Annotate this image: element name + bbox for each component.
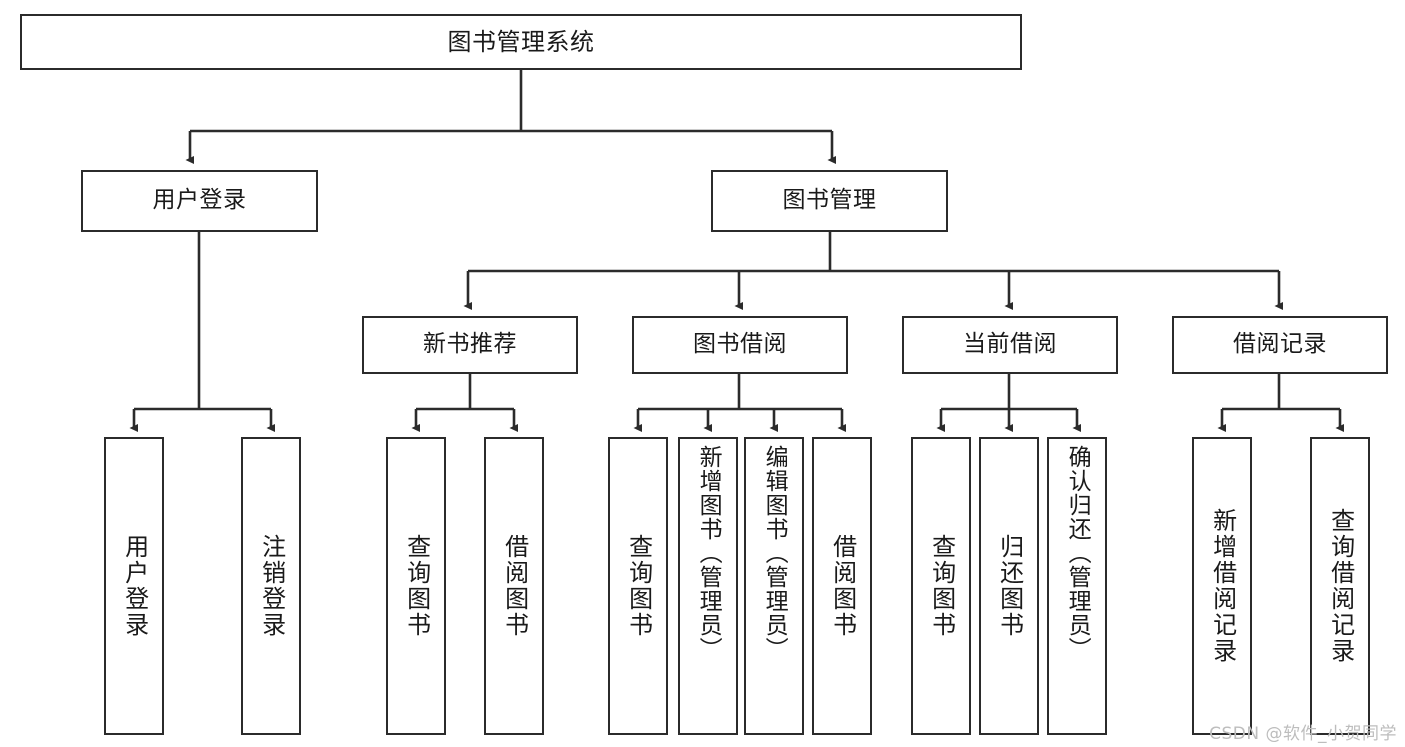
node-label: 确认归还（管理员） <box>1064 445 1091 661</box>
node-label: 查询图书 <box>927 534 956 638</box>
node-label: 用户登录 <box>152 187 247 214</box>
leaf-new-book-query[interactable]: 查询图书 <box>386 437 446 735</box>
node-label: 借阅图书 <box>500 534 529 638</box>
node-current-borrow[interactable]: 当前借阅 <box>902 316 1118 374</box>
leaf-new-book-borrow[interactable]: 借阅图书 <box>484 437 544 735</box>
node-label: 图书管理 <box>782 187 877 214</box>
leaf-current-borrow-confirm-return[interactable]: 确认归还（管理员） <box>1047 437 1107 735</box>
watermark-text: CSDN @软件_小贺同学 <box>1209 724 1397 744</box>
node-new-book-recommend[interactable]: 新书推荐 <box>362 316 578 374</box>
node-label: 查询图书 <box>402 534 431 638</box>
leaf-user-login-login[interactable]: 用户登录 <box>104 437 164 735</box>
node-root-book-management-system[interactable]: 图书管理系统 <box>20 14 1022 70</box>
leaf-book-borrow-add[interactable]: 新增图书（管理员） <box>678 437 738 735</box>
leaf-current-borrow-query[interactable]: 查询图书 <box>911 437 971 735</box>
node-label: 用户登录 <box>120 534 149 638</box>
leaf-borrow-record-query[interactable]: 查询借阅记录 <box>1310 437 1370 735</box>
node-label: 图书借阅 <box>693 331 787 358</box>
node-label: 归还图书 <box>995 534 1024 638</box>
node-borrow-record[interactable]: 借阅记录 <box>1172 316 1388 374</box>
leaf-current-borrow-return[interactable]: 归还图书 <box>979 437 1039 735</box>
node-label: 注销登录 <box>257 534 286 638</box>
node-label: 查询借阅记录 <box>1326 508 1355 664</box>
node-book-management[interactable]: 图书管理 <box>711 170 948 232</box>
node-label: 编辑图书（管理员） <box>761 445 788 661</box>
leaf-book-borrow-edit[interactable]: 编辑图书（管理员） <box>744 437 804 735</box>
node-user-login[interactable]: 用户登录 <box>81 170 318 232</box>
node-label: 借阅记录 <box>1233 331 1327 358</box>
leaf-book-borrow-query[interactable]: 查询图书 <box>608 437 668 735</box>
node-label: 图书管理系统 <box>447 27 595 56</box>
node-label: 当前借阅 <box>963 331 1057 358</box>
leaf-book-borrow-borrow[interactable]: 借阅图书 <box>812 437 872 735</box>
node-label: 查询图书 <box>624 534 653 638</box>
node-book-borrow[interactable]: 图书借阅 <box>632 316 848 374</box>
leaf-borrow-record-add[interactable]: 新增借阅记录 <box>1192 437 1252 735</box>
node-label: 借阅图书 <box>828 534 857 638</box>
leaf-user-login-logout[interactable]: 注销登录 <box>241 437 301 735</box>
node-label: 新增图书（管理员） <box>695 445 722 661</box>
node-label: 新增借阅记录 <box>1208 508 1237 664</box>
node-label: 新书推荐 <box>423 331 517 358</box>
